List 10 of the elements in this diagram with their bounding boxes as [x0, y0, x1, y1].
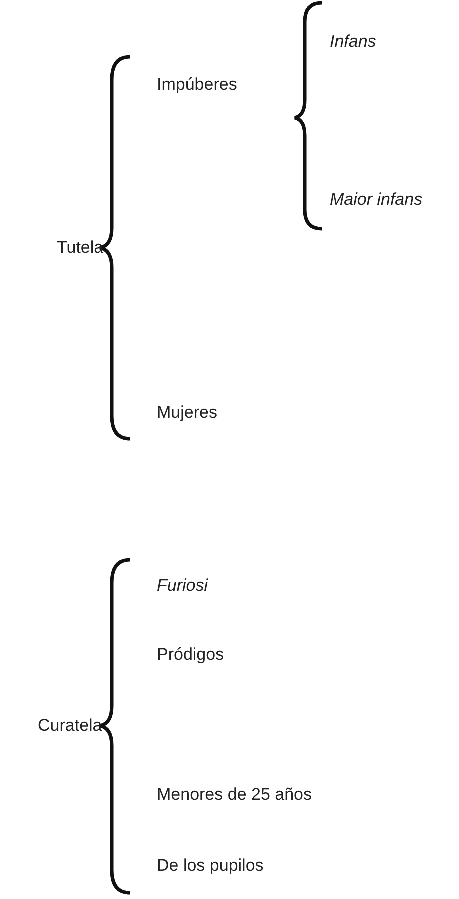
category-label: Maior infans [330, 190, 423, 210]
category-label: Mujeres [157, 403, 218, 423]
category-label: Menores de 25 años [157, 785, 312, 805]
category-label: De los pupilos [157, 856, 264, 876]
category-label: Pródigos [157, 645, 224, 665]
category-label: Curatela [38, 716, 102, 736]
category-label: Impúberes [157, 75, 238, 95]
category-label: Furiosi [157, 576, 208, 596]
category-label: Infans [330, 32, 376, 52]
category-label: Tutela [57, 238, 104, 258]
